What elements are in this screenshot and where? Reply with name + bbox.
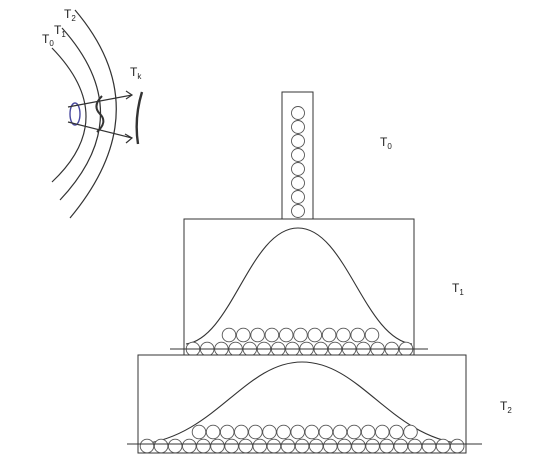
inset-label-t2: T2	[64, 7, 76, 23]
particle-circle	[421, 438, 437, 454]
wavefront-arc-t0	[51, 47, 87, 183]
level-t2	[127, 354, 482, 454]
particle-circle	[307, 327, 323, 343]
inset-label-t1: T1	[54, 23, 66, 39]
particle-circle	[250, 327, 265, 343]
circle-rows-t2	[139, 424, 465, 454]
particle-circle	[234, 424, 249, 440]
particle-circle	[291, 134, 305, 148]
wavefront-inset	[51, 9, 144, 219]
particle-circle	[308, 438, 324, 454]
particle-circle	[304, 424, 320, 440]
particle-circle	[290, 424, 305, 440]
inset-label-t0: T0	[42, 32, 54, 48]
particle-circle	[291, 120, 305, 134]
particle-circle	[364, 327, 380, 343]
ray-lower	[67, 121, 133, 139]
particle-circle	[350, 327, 365, 343]
particle-circle	[389, 424, 404, 440]
particle-circle	[449, 438, 465, 454]
particle-circle	[379, 438, 394, 454]
particle-circle	[262, 424, 277, 440]
gaussian-curve-t2	[141, 361, 463, 445]
box-t2	[137, 354, 467, 454]
particle-circle	[280, 438, 296, 454]
particle-circle	[219, 424, 235, 440]
particle-circle	[360, 424, 376, 440]
particle-circle	[153, 438, 169, 454]
particle-circle	[291, 176, 305, 190]
particle-circle	[323, 438, 338, 454]
gaussian-curve-t1	[185, 227, 413, 345]
inset-labels: T2 T1 T0 Tk	[42, 7, 142, 81]
particle-circle	[139, 438, 155, 454]
inset-label-tk: Tk	[130, 65, 142, 81]
level-label-t0: T0	[380, 135, 392, 151]
particle-circle	[318, 424, 334, 440]
ray-upper	[67, 94, 133, 108]
particle-circle	[278, 327, 294, 343]
particle-circle	[248, 424, 263, 440]
particle-circle	[351, 438, 366, 454]
particle-circle	[393, 438, 409, 454]
level-label-t2: T2	[500, 399, 512, 415]
circle-stack-t0	[291, 106, 305, 218]
ray-upper-arrowhead	[125, 90, 134, 100]
particle-circle	[294, 438, 310, 454]
particle-circle	[321, 327, 337, 343]
particle-circle	[291, 106, 305, 120]
receiver-arc	[135, 91, 144, 145]
particle-circle	[407, 438, 423, 454]
source-lens	[69, 102, 81, 126]
particle-circle	[332, 424, 348, 440]
particle-circle	[291, 204, 305, 218]
particle-circle	[403, 424, 418, 440]
particle-circle	[291, 148, 305, 162]
particle-circle	[346, 424, 362, 440]
level-t0	[281, 91, 314, 221]
particle-circle	[238, 438, 253, 454]
particle-circle	[375, 424, 390, 440]
wavefront-arc-t2	[69, 9, 117, 219]
particle-circle	[365, 438, 380, 454]
particle-circle	[276, 424, 291, 440]
particle-circle	[336, 327, 351, 343]
ray-lower-arrowhead	[124, 133, 134, 144]
particle-circle	[191, 424, 207, 440]
particle-circle	[291, 190, 305, 204]
particle-circle	[252, 438, 268, 454]
particle-circle	[221, 327, 237, 343]
particle-circle	[196, 438, 211, 454]
particle-circle	[205, 424, 221, 440]
particle-circle	[291, 162, 305, 176]
particle-circle	[264, 327, 280, 343]
level-labels: T0 T1 T2	[380, 135, 512, 415]
particle-circle	[266, 438, 282, 454]
level-t1	[170, 218, 428, 357]
level-label-t1: T1	[452, 281, 464, 297]
particle-circle	[236, 327, 251, 343]
particle-circle	[224, 438, 239, 454]
particle-circle	[337, 438, 352, 454]
particle-circle	[210, 438, 225, 454]
particle-circle	[182, 438, 197, 454]
particle-circle	[167, 438, 183, 454]
particle-circle	[293, 327, 308, 343]
particle-circle	[435, 438, 451, 454]
